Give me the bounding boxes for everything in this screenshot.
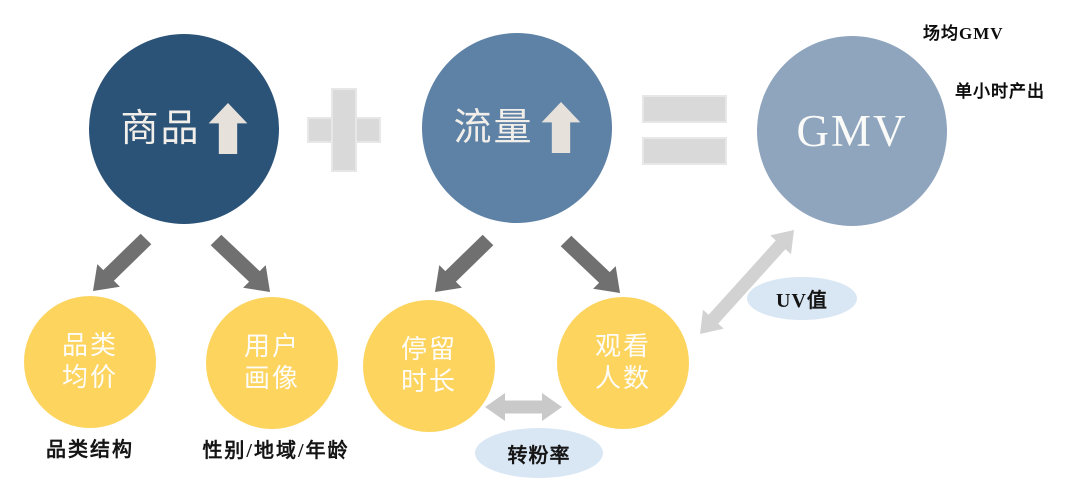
uv-value-badge: UV值: [747, 277, 857, 320]
fan-conversion-label: 转粉率: [507, 444, 571, 467]
user-profile-line1: 用户: [243, 331, 300, 361]
category-price-circle: 品类 均价: [24, 296, 156, 428]
viewer-count-line1: 观看: [594, 331, 651, 361]
stay-duration-circle: 停留 时长: [363, 300, 495, 432]
viewer-count-circle: 观看 人数: [557, 297, 689, 429]
traffic-circle: 流量: [422, 33, 612, 223]
traffic-label: 流量: [453, 107, 534, 149]
user-profile-circle: 用户 画像: [206, 297, 338, 429]
stay-duration-line2: 时长: [400, 367, 457, 396]
caption-category-structure: 品类结构: [46, 439, 134, 461]
arrow-product-to-category-price-icon: [93, 233, 152, 291]
viewer-count-line2: 人数: [594, 364, 651, 393]
fan-conversion-badge: 转粉率: [475, 428, 603, 478]
double-arrow-stay-viewers-icon: [485, 393, 562, 421]
arrow-traffic-to-viewer-count-icon: [560, 235, 620, 293]
plus-operator-icon: [307, 88, 381, 172]
product-circle: 商品: [89, 34, 279, 224]
note-per-session-gmv: 场均GMV: [923, 24, 1004, 43]
category-price-line1: 品类: [61, 330, 118, 360]
arrow-product-to-user-profile-icon: [210, 234, 270, 292]
product-label: 商品: [120, 108, 201, 150]
up-arrow-icon: [541, 101, 580, 153]
note-hourly-output: 单小时产出: [955, 82, 1045, 101]
stay-duration-line1: 停留: [400, 334, 457, 364]
caption-demographics: 性别/地域/年龄: [202, 440, 350, 462]
uv-value-label: UV值: [776, 290, 828, 312]
up-arrow-icon: [208, 102, 247, 154]
category-price-line2: 均价: [61, 363, 118, 392]
gmv-label: GMV: [796, 105, 908, 156]
user-profile-line2: 画像: [243, 364, 300, 393]
arrow-traffic-to-stay-duration-icon: [435, 234, 494, 292]
equals-operator-icon: [642, 95, 727, 165]
gmv-circle: GMV: [757, 36, 947, 226]
